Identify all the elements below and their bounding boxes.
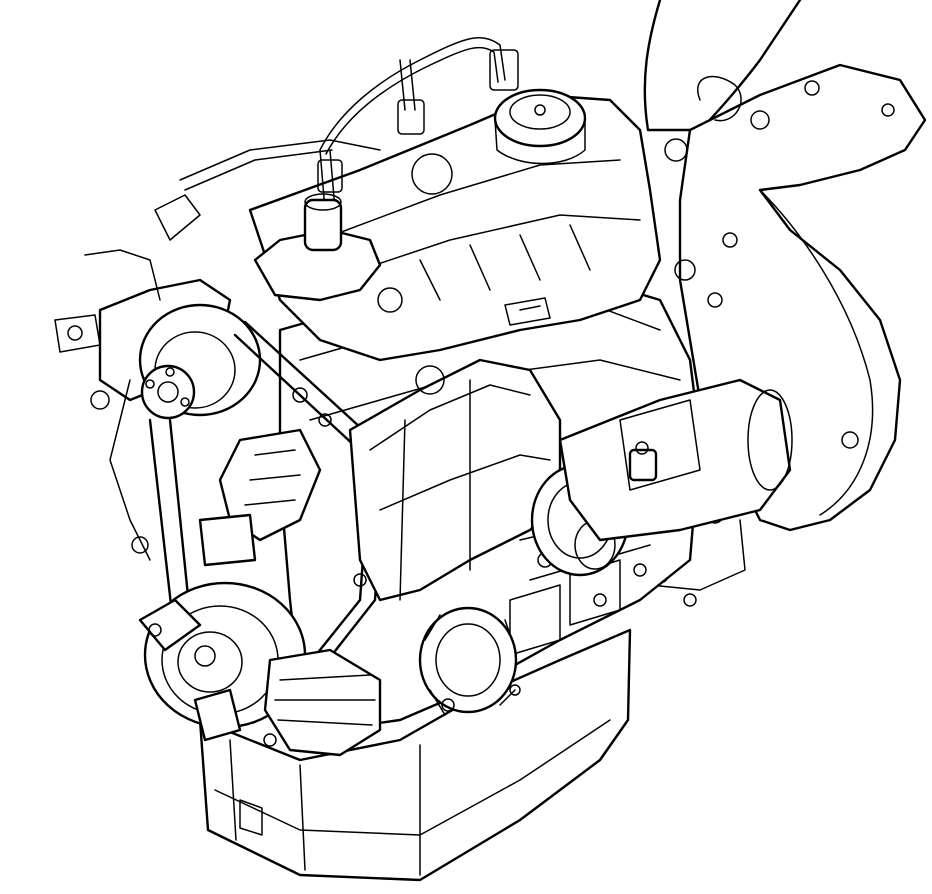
oil-pan [198,628,632,882]
alternator [138,303,262,420]
starter-motor [558,378,793,542]
timing-cover [348,358,562,602]
oil-filter [418,606,518,716]
water-outlet [253,153,453,313]
oil-filler-cap [493,88,587,165]
exhaust-manifold [263,648,382,757]
fasteners [263,259,723,747]
injector-lines [179,37,519,211]
coolant-hose [198,428,322,567]
